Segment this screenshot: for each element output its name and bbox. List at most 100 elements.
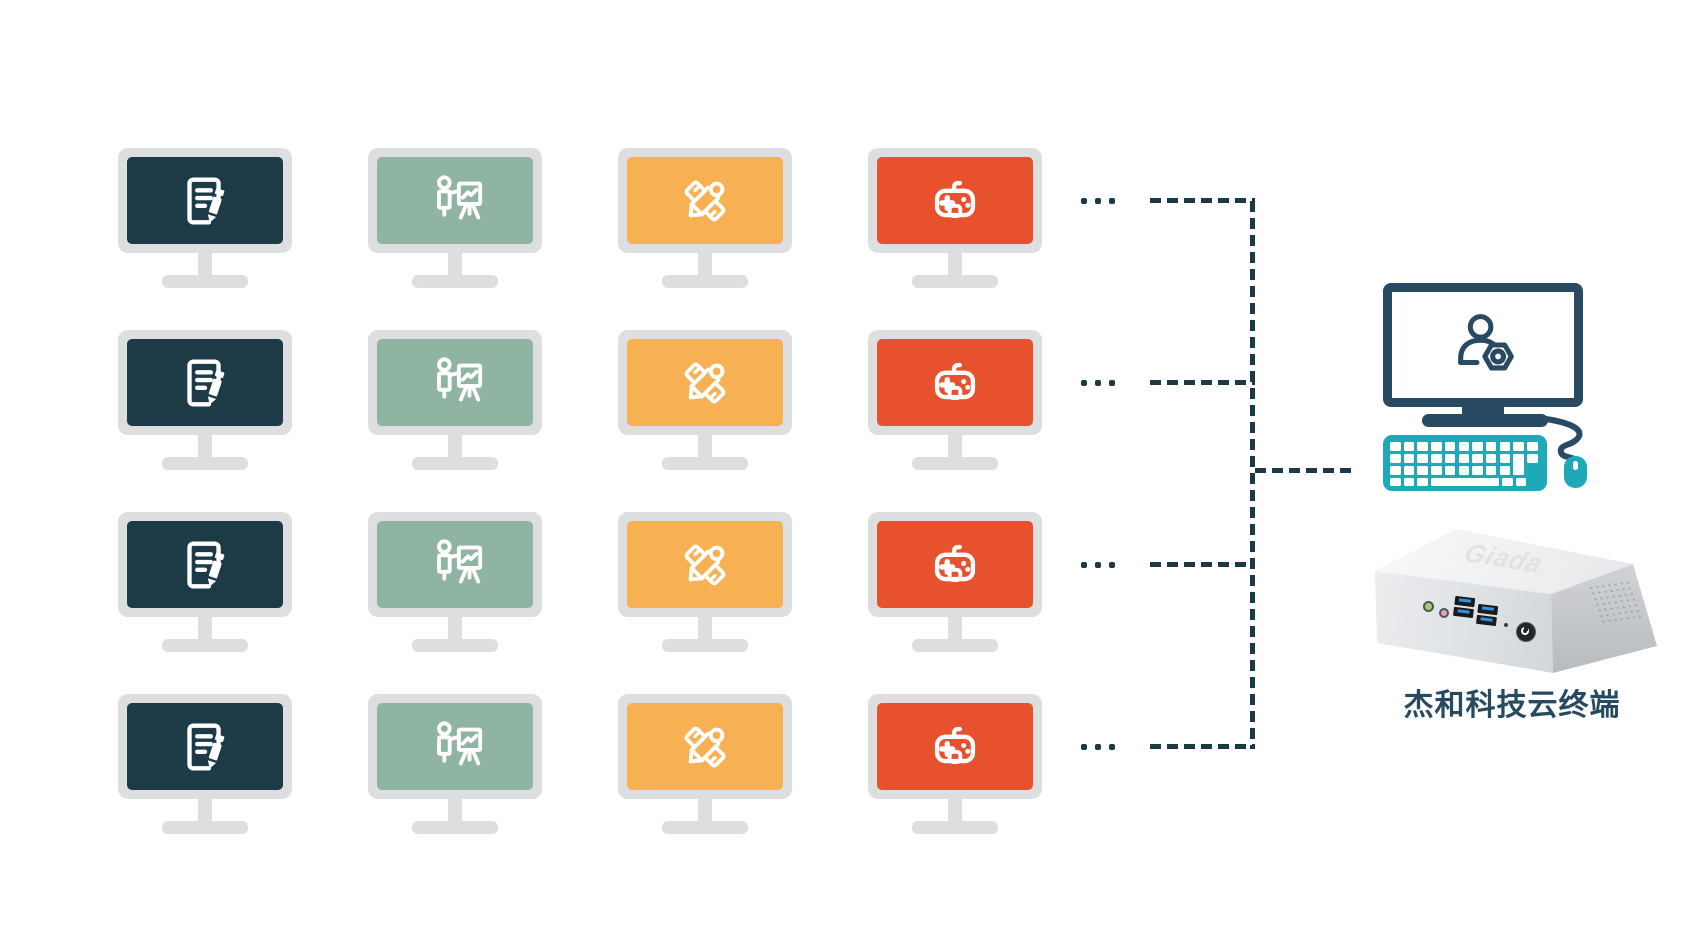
ruler-pencil-icon: [684, 180, 726, 221]
host-monitor: [1383, 283, 1583, 407]
row-connector-line: [1150, 380, 1255, 385]
ellipsis-dot: [1109, 561, 1115, 568]
trunk-connector-line: [1250, 201, 1255, 749]
monitor-frame: [118, 330, 292, 435]
client-monitor-office-document-terminal: [118, 148, 292, 288]
ellipsis-dot: [1081, 561, 1087, 568]
monitor-stand-base: [662, 821, 748, 834]
mini-pc-device: Giada: [1373, 527, 1665, 677]
monitor-stand-neck: [948, 799, 962, 823]
client-monitor-presentation-terminal: [368, 512, 542, 652]
monitor-stand-neck: [198, 435, 212, 459]
presentation-chart-icon: [437, 356, 483, 401]
gamepad-icon: [934, 362, 976, 400]
monitor-stand-neck: [448, 799, 462, 823]
monitor-stand-neck: [698, 799, 712, 823]
keyboard-key: [1527, 442, 1538, 451]
keyboard-key: [1444, 453, 1456, 463]
mic-jack: [1439, 608, 1449, 618]
monitor-frame: [368, 512, 542, 617]
keyboard-key: [1417, 477, 1428, 487]
row-connector-line: [1150, 744, 1255, 749]
keyboard-key: [1417, 453, 1428, 463]
keyboard-key: [1403, 465, 1415, 475]
monitor-frame: [368, 148, 542, 253]
ruler-pencil-icon: [684, 362, 726, 403]
keyboard-key: [1444, 465, 1456, 475]
monitor-screen: [127, 339, 283, 426]
status-led: [1504, 623, 1508, 627]
monitor-stand-base: [912, 457, 998, 470]
client-monitor-game-terminal: [868, 512, 1042, 652]
document-edit-icon: [187, 359, 225, 406]
keyboard-key: [1390, 442, 1401, 451]
keyboard-key: [1431, 453, 1442, 463]
client-monitor-game-terminal: [868, 330, 1042, 470]
monitor-screen: [127, 703, 283, 790]
keyboard-key: [1431, 465, 1442, 475]
client-monitor-design-terminal: [618, 694, 792, 834]
monitor-frame: [868, 512, 1042, 617]
mouse-cable: [1543, 416, 1583, 463]
keyboard-key: [1403, 442, 1415, 451]
keyboard-key: [1499, 453, 1511, 463]
monitor-screen: [377, 521, 533, 608]
monitor-screen: [877, 157, 1033, 244]
monitor-stand-base: [912, 275, 998, 288]
host-mouse: [1564, 456, 1587, 488]
host-monitor-base: [1422, 414, 1548, 427]
monitor-stand-neck: [448, 617, 462, 641]
client-monitor-presentation-terminal: [368, 330, 542, 470]
power-button: [1516, 622, 1536, 642]
monitor-screen: [377, 703, 533, 790]
keyboard-key: [1403, 453, 1415, 463]
keyboard-key: [1472, 442, 1483, 451]
monitor-stand-base: [412, 275, 498, 288]
keyboard-key: [1485, 453, 1497, 463]
monitor-stand-base: [662, 275, 748, 288]
monitor-screen: [877, 703, 1033, 790]
gamepad-icon: [934, 544, 976, 582]
client-monitor-design-terminal: [618, 148, 792, 288]
monitor-screen: [377, 157, 533, 244]
keyboard-key: [1417, 465, 1428, 475]
monitor-stand-base: [412, 457, 498, 470]
monitor-frame: [618, 148, 792, 253]
keyboard-key: [1403, 477, 1415, 487]
monitor-stand-base: [162, 821, 248, 834]
monitor-stand-neck: [698, 435, 712, 459]
monitor-stand-base: [412, 821, 498, 834]
monitor-stand-base: [162, 639, 248, 652]
row-connector-line: [1150, 198, 1255, 203]
keyboard-key: [1513, 453, 1524, 475]
monitor-stand-base: [912, 821, 998, 834]
client-monitor-presentation-terminal: [368, 694, 542, 834]
monitor-stand-base: [662, 457, 748, 470]
keyboard-key: [1458, 442, 1470, 451]
monitor-screen: [627, 157, 783, 244]
monitor-stand-neck: [698, 253, 712, 277]
monitor-frame: [368, 330, 542, 435]
monitor-stand-neck: [198, 799, 212, 823]
keyboard-key: [1502, 477, 1513, 487]
keyboard-key: [1527, 453, 1538, 463]
ellipsis-dot: [1095, 197, 1101, 204]
client-monitor-design-terminal: [618, 512, 792, 652]
ellipsis-dot: [1081, 197, 1087, 204]
monitor-screen: [377, 339, 533, 426]
monitor-frame: [368, 694, 542, 799]
monitor-screen: [627, 521, 783, 608]
usb-ports: [1452, 595, 1476, 620]
keyboard-key: [1513, 442, 1524, 451]
monitor-stand-neck: [948, 435, 962, 459]
ellipsis-dots: [1081, 197, 1115, 204]
client-monitor-design-terminal: [618, 330, 792, 470]
monitor-frame: [118, 148, 292, 253]
monitor-frame: [118, 694, 292, 799]
gamepad-icon: [934, 180, 976, 218]
ruler-pencil-icon: [684, 726, 726, 767]
ruler-pencil-icon: [684, 544, 726, 585]
monitor-stand-neck: [198, 617, 212, 641]
document-edit-icon: [187, 177, 225, 224]
host-monitor-stand: [1462, 405, 1504, 416]
